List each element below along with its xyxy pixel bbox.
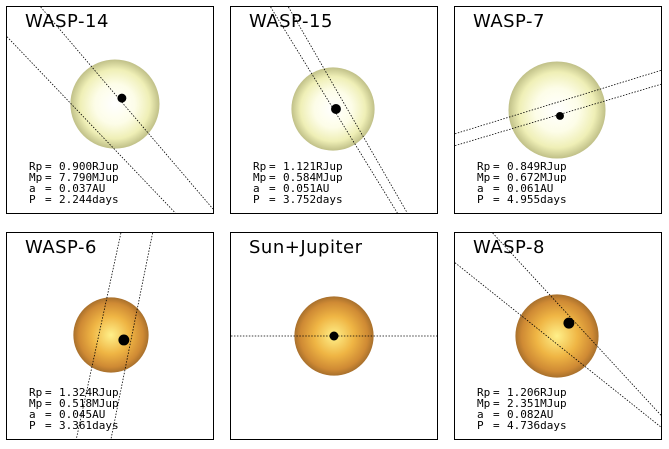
period-row: P=2.244 days [29,193,119,206]
panel-wasp-14: WASP-14 Rp=0.900 RJup Mp=7.790 MJup a=0.… [6,6,214,214]
star-disk [508,61,606,159]
orbit-path-line [40,7,213,210]
semimajor-axis-row: a=0.061 AU [477,182,554,195]
parameter-list: Rp=0.849 RJup Mp=0.672 MJup a=0.061 AU P… [477,161,567,205]
panel-wasp-6: WASP-6 Rp=1.324 RJup Mp=0.518 MJup a=0.0… [6,232,214,440]
system-title: WASP-15 [249,11,333,32]
semimajor-axis-value: 0.051 [283,182,317,195]
system-title: WASP-8 [473,237,545,258]
mass-value: 0.584 [283,171,317,184]
system-title: WASP-7 [473,11,545,32]
mass-row: Mp=7.790 MJup [29,171,119,184]
mass-value: 0.672 [507,171,541,184]
semimajor-axis-value: 0.061 [507,182,541,195]
mass-value: 2.351 [507,397,541,410]
radius-value: 1.324 [59,386,93,399]
period-value: 3.361 [59,419,93,432]
period-row: P=3.361 days [29,419,119,432]
mass-row: Mp=0.518 MJup [29,397,119,410]
planet-disk [117,93,127,103]
transit-diagram [270,7,408,213]
parameter-list: Rp=1.121 RJup Mp=0.584 MJup a=0.051 AU P… [253,161,343,205]
semimajor-axis-value: 0.045 [59,408,93,421]
orbit-path-line [110,233,153,439]
transit-diagram [73,233,153,439]
semimajor-axis-value: 0.082 [507,408,541,421]
parameter-list: Rp=1.206 RJup Mp=2.351 MJup a=0.082 AU P… [477,387,567,431]
panel-wasp-7: WASP-7 Rp=0.849 RJup Mp=0.672 MJup a=0.0… [454,6,662,214]
system-title: WASP-14 [25,11,109,32]
transit-diagram [455,61,661,159]
parameter-list: Rp=0.900 RJup Mp=7.790 MJup a=0.037 AU P… [29,161,119,205]
radius-row: Rp=1.324 RJup [29,386,119,399]
transit-diagram [455,233,661,428]
radius-value: 1.206 [507,386,541,399]
orbit-path-line [75,233,122,439]
transit-diagram [7,7,213,213]
panel-sun-jupiter: Sun+Jupiter [230,232,438,440]
radius-row: Rp=0.849 RJup [477,160,567,173]
planet-disk [563,317,575,329]
radius-row: Rp=1.206 RJup [477,386,567,399]
radius-value: 0.900 [59,160,93,173]
planet-disk [329,331,339,341]
star-disk [515,294,599,378]
radius-row: Rp=1.121 RJup [253,160,343,173]
panel-wasp-15: WASP-15 Rp=1.121 RJup Mp=0.584 MJup a=0.… [230,6,438,214]
panel-wasp-8: WASP-8 Rp=1.206 RJup Mp=2.351 MJup a=0.0… [454,232,662,440]
semimajor-axis-row: a=0.045 AU [29,408,106,421]
period-row: P=3.752 days [253,193,343,206]
period-value: 4.955 [507,193,541,206]
star-disk [70,59,160,149]
mass-value: 7.790 [59,171,93,184]
period-value: 2.244 [59,193,93,206]
transit-diagram [231,296,437,376]
period-row: P=4.955 days [477,193,567,206]
mass-value: 0.518 [59,397,93,410]
orbit-path-line [7,36,176,213]
radius-value: 0.849 [507,160,541,173]
semimajor-axis-row: a=0.051 AU [253,182,330,195]
planet-disk [556,111,564,120]
orbit-path-line [288,7,408,213]
planet-disk [331,104,341,114]
system-title: Sun+Jupiter [249,237,363,258]
mass-row: Mp=0.584 MJup [253,171,343,184]
orbit-path-line [455,70,661,135]
star-disk [73,297,149,373]
period-value: 4.736 [507,419,541,432]
period-value: 3.752 [283,193,317,206]
semimajor-axis-row: a=0.082 AU [477,408,554,421]
parameter-list: Rp=1.324 RJup Mp=0.518 MJup a=0.045 AU P… [29,387,119,431]
period-row: P=4.736 days [477,419,567,432]
mass-row: Mp=2.351 MJup [477,397,567,410]
orbit-path-line [455,262,661,428]
semimajor-axis-row: a=0.037 AU [29,182,106,195]
mass-row: Mp=0.672 MJup [477,171,567,184]
radius-row: Rp=0.900 RJup [29,160,119,173]
system-title: WASP-6 [25,237,97,258]
radius-value: 1.121 [283,160,317,173]
planet-disk [118,334,130,346]
semimajor-axis-value: 0.037 [59,182,93,195]
